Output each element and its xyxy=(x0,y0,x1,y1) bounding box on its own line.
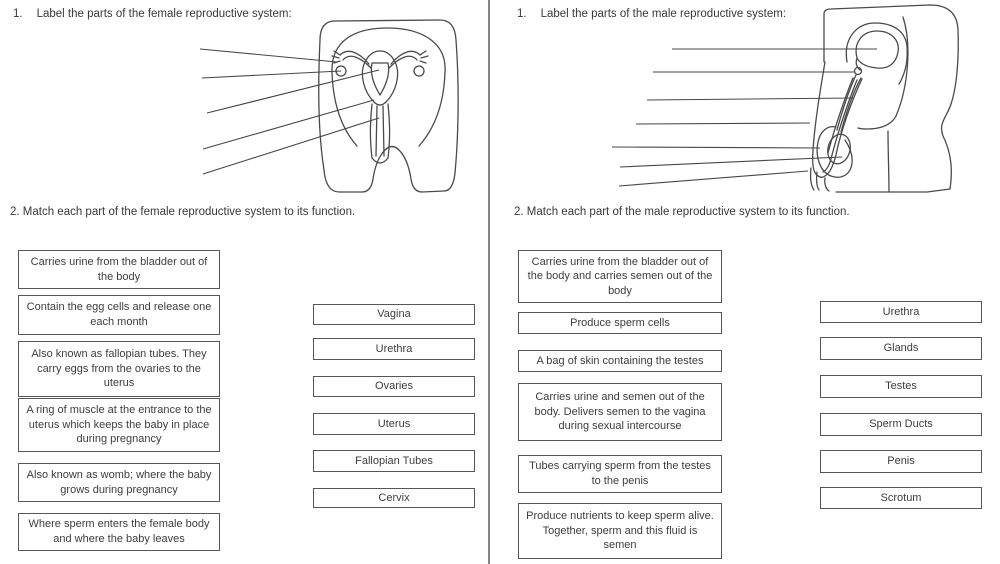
female-leader-line-3 xyxy=(206,69,380,114)
female-function-box-3: Also known as fallopian tubes. They carr… xyxy=(18,341,220,397)
male-term-glands: Glands xyxy=(820,337,982,360)
female-term-ovaries: Ovaries xyxy=(313,376,475,397)
male-function-box-1: Carries urine from the bladder out of th… xyxy=(518,250,722,303)
gland-circle xyxy=(853,66,863,76)
female-reproductive-diagram xyxy=(199,19,459,193)
female-torso-outline xyxy=(318,19,459,193)
male-function-box-5: Tubes carrying sperm from the testes to … xyxy=(518,455,722,493)
scrotum-outline xyxy=(816,126,853,178)
male-q1-text: Label the parts of the male reproductive… xyxy=(540,8,787,20)
male-term-testes: Testes xyxy=(820,375,982,398)
male-leader-line-4 xyxy=(635,122,811,125)
male-pelvis-inner-line xyxy=(857,16,909,130)
urethra-lines xyxy=(822,77,858,173)
male-function-box-3: A bag of skin containing the testes xyxy=(518,350,722,372)
female-term-uterus: Uterus xyxy=(313,413,475,435)
fallopian-tube-left xyxy=(331,50,372,69)
female-function-box-5: Also known as womb; where the baby grows… xyxy=(18,463,220,502)
testis-shape xyxy=(827,133,851,165)
female-function-box-2: Contain the egg cells and release one ea… xyxy=(18,295,220,335)
female-leader-line-5 xyxy=(202,117,380,175)
fallopian-tube-right xyxy=(388,50,429,69)
bladder-contour xyxy=(845,22,908,85)
male-match-question: 2. Match each part of the male reproduct… xyxy=(514,206,850,218)
sperm-duct-lines xyxy=(836,74,862,133)
male-leader-line-5 xyxy=(611,146,821,149)
female-leader-line-1 xyxy=(199,48,338,63)
female-function-box-6: Where sperm enters the female body and w… xyxy=(18,513,220,551)
bladder-shape xyxy=(855,30,899,71)
male-thigh-line xyxy=(887,130,890,193)
female-term-fallopian-tubes: Fallopian Tubes xyxy=(313,450,475,472)
male-leader-line-7 xyxy=(618,170,809,187)
vagina-walls xyxy=(369,103,391,164)
male-function-box-2: Produce sperm cells xyxy=(518,312,722,334)
female-term-urethra: Urethra xyxy=(313,338,475,360)
male-term-urethra: Urethra xyxy=(820,301,982,323)
uterus-cavity xyxy=(370,62,390,96)
male-term-sperm-ducts: Sperm Ducts xyxy=(820,413,982,436)
female-leader-line-2 xyxy=(201,70,342,79)
male-leader-line-6 xyxy=(619,156,843,168)
male-torso-outline xyxy=(823,4,959,193)
penis-outline xyxy=(811,61,863,178)
male-q1-number: 1. xyxy=(517,8,527,20)
female-q1-number: 1. xyxy=(13,8,23,20)
female-inner-contour xyxy=(331,27,446,147)
female-q1-text: Label the parts of the female reproducti… xyxy=(36,8,292,20)
male-function-box-4: Carries urine and semen out of the body.… xyxy=(518,383,722,441)
female-function-box-1: Carries urine from the bladder out of th… xyxy=(18,250,220,289)
male-function-box-6: Produce nutrients to keep sperm alive. T… xyxy=(518,503,722,559)
female-match-question: 2. Match each part of the female reprodu… xyxy=(10,206,356,218)
ovary-right xyxy=(413,65,425,77)
male-leader-line-3 xyxy=(646,97,854,101)
female-term-cervix: Cervix xyxy=(313,488,475,508)
female-function-box-4: A ring of muscle at the entrance to the … xyxy=(18,398,220,452)
page-divider xyxy=(488,0,490,564)
uterus-shape xyxy=(361,50,399,106)
male-term-scrotum: Scrotum xyxy=(820,487,982,509)
female-label-question: 1. Label the parts of the female reproduc… xyxy=(13,8,292,20)
male-reproductive-diagram xyxy=(611,4,959,193)
penis-tip-folds xyxy=(809,167,830,192)
male-term-penis: Penis xyxy=(820,450,982,473)
male-label-question: 1. Label the parts of the male reproducti… xyxy=(517,8,786,20)
female-term-vagina: Vagina xyxy=(313,304,475,325)
female-leader-line-4 xyxy=(202,99,375,150)
